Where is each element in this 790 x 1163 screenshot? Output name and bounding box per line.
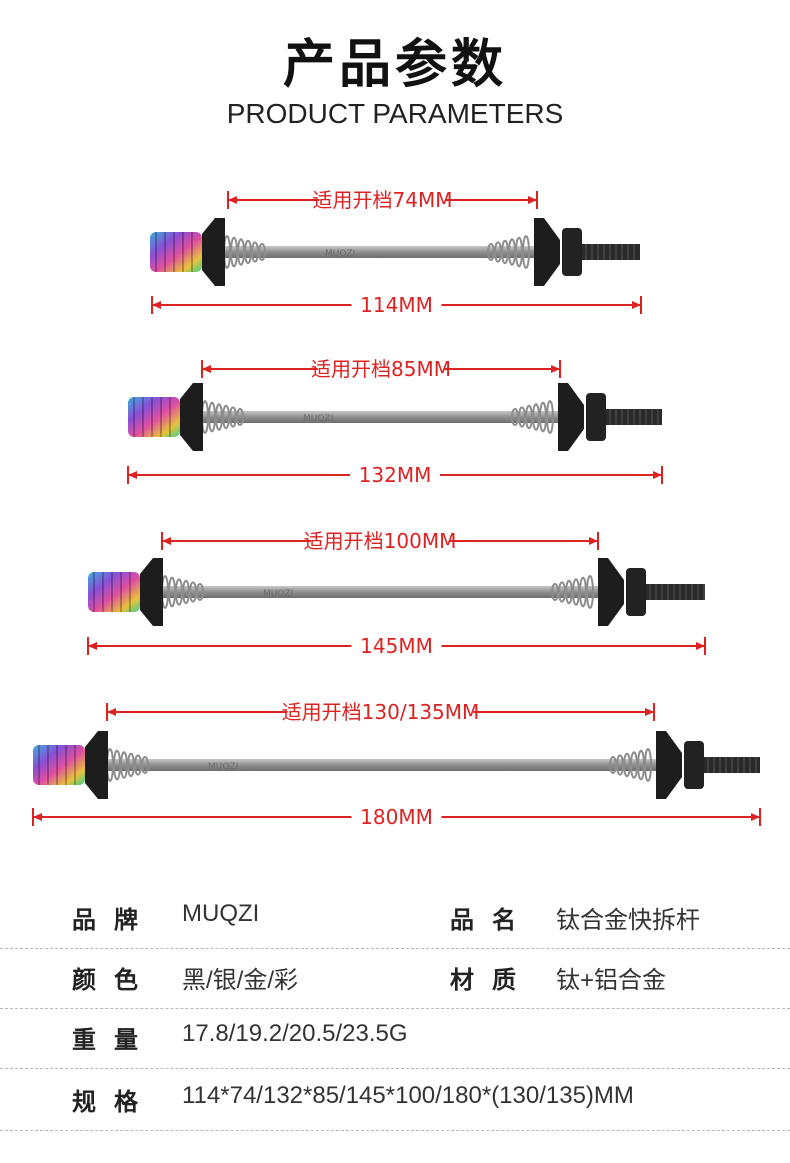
knurled-nut: [626, 568, 646, 616]
spring-right: [511, 400, 554, 434]
page-title-en: PRODUCT PARAMETERS: [226, 98, 564, 129]
spacing-dim-3-label: 适用开档100MM: [304, 529, 457, 553]
right-cone: [598, 558, 624, 626]
skewer-rod: [215, 246, 548, 258]
spring-left: [223, 235, 266, 269]
spec-row-color: 颜色 黑/银/金/彩 材质 钛+铝合金: [0, 948, 790, 1009]
left-cone: [85, 731, 108, 799]
length-dim-2-label: 132MM: [359, 463, 432, 487]
spec-size-key: 规格: [72, 1088, 156, 1116]
threaded-end: [646, 584, 705, 600]
left-cone: [140, 558, 163, 626]
rod-brand-mark: MUQZI: [303, 414, 333, 424]
right-cone: [534, 218, 560, 286]
knurled-nut: [562, 228, 582, 276]
spec-row-weight: 重量 17.8/19.2/20.5/23.5G: [0, 1008, 790, 1069]
lever-cap: [33, 745, 85, 785]
spring-right: [551, 575, 594, 609]
skewer-2: MUQZI 适用开档85MM 132MM: [127, 357, 663, 487]
spec-material-value: 钛+铝合金: [556, 967, 667, 994]
spec-brand-key: 品牌: [72, 906, 156, 934]
spacing-dim-4-label: 适用开档130/135MM: [282, 700, 480, 724]
length-dim-4-label: 180MM: [360, 805, 433, 829]
spec-name-key: 品名: [450, 906, 534, 934]
skewer-4: MUQZI 适用开档130/135MM 180MM: [32, 700, 761, 829]
spacing-dim-1-label: 适用开档74MM: [313, 188, 453, 212]
spring-right: [487, 235, 530, 269]
spec-color-value: 黑/银/金/彩: [182, 967, 299, 994]
skewer-rod: [153, 586, 612, 598]
skewer-rod: [98, 759, 670, 771]
threaded-end: [582, 244, 640, 260]
spec-weight-value: 17.8/19.2/20.5/23.5G: [182, 1020, 408, 1047]
right-cone: [558, 383, 584, 451]
spec-material-key: 材质: [450, 966, 534, 994]
spec-name-value: 钛合金快拆杆: [556, 907, 700, 934]
spec-weight-key: 重量: [72, 1026, 156, 1054]
spring-right: [609, 748, 652, 782]
knurled-nut: [684, 741, 704, 789]
spec-color-key: 颜色: [72, 966, 156, 994]
spec-row-brand: 品牌 MUQZI 品名 钛合金快拆杆: [0, 888, 790, 949]
left-cone: [202, 218, 225, 286]
spec-brand-value: MUQZI: [182, 900, 260, 927]
left-cone: [180, 383, 203, 451]
page-title-cn: 产品参数: [282, 35, 507, 95]
knurled-nut: [586, 393, 606, 441]
spring-left: [201, 400, 244, 434]
spring-left: [106, 748, 149, 782]
right-cone: [656, 731, 682, 799]
rod-brand-mark: MUQZI: [325, 249, 355, 259]
rod-brand-mark: MUQZI: [263, 589, 293, 599]
lever-cap: [128, 397, 180, 437]
spec-row-size: 规格 114*74/132*85/145*100/180*(130/135)MM: [0, 1070, 790, 1131]
spring-left: [161, 575, 204, 609]
lever-cap: [150, 232, 202, 272]
skewer-rod: [193, 411, 572, 423]
skewer-3: MUQZI 适用开档100MM 145MM: [87, 529, 706, 658]
spacing-dim-2-label: 适用开档85MM: [311, 357, 451, 381]
length-dim-1-label: 114MM: [360, 293, 433, 317]
rod-brand-mark: MUQZI: [208, 762, 238, 772]
lever-cap: [88, 572, 140, 612]
skewer-1: MUQZI 适用开档74MM 114MM: [150, 188, 642, 317]
length-dim-3-label: 145MM: [360, 634, 433, 658]
spec-size-value: 114*74/132*85/145*100/180*(130/135)MM: [182, 1082, 634, 1109]
product-illustration: MUQZI适用开档74MM114MMMUQZI适用开档85MM132MMMUQZ…: [32, 188, 761, 829]
